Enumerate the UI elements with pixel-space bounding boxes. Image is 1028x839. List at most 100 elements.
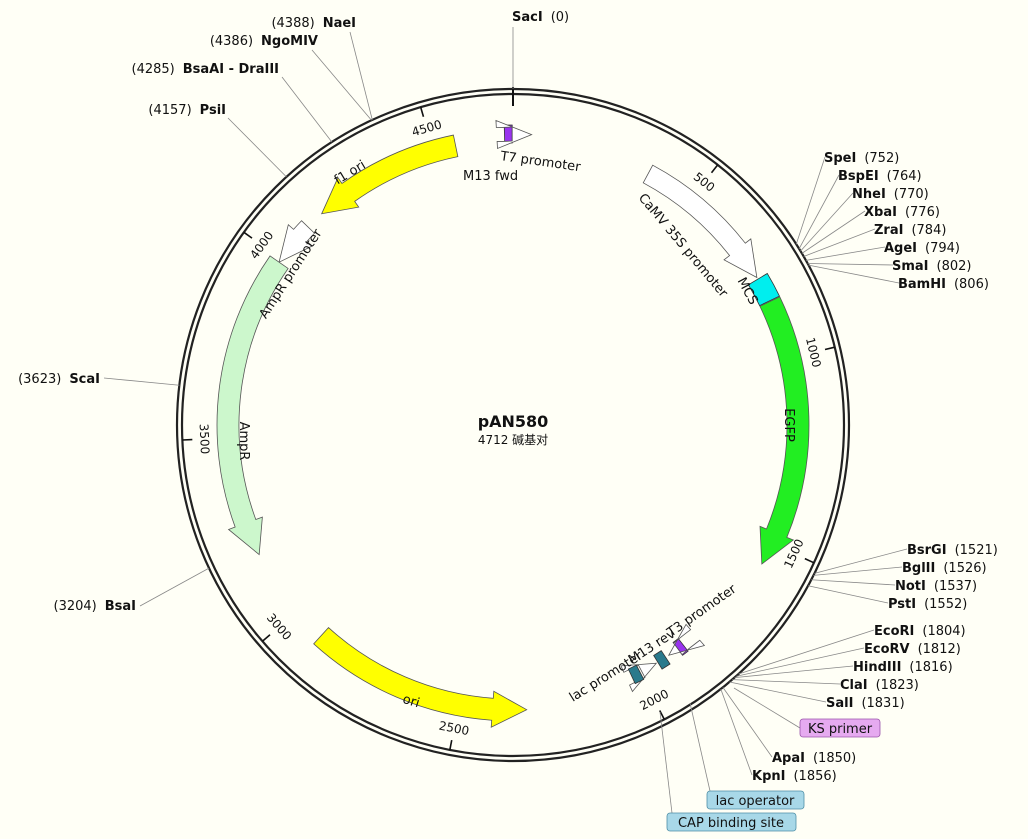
camv-35s-promoter-arrow (642, 164, 758, 279)
position-tick (659, 710, 666, 720)
site-leader-line (139, 567, 210, 607)
site-label-kpni: KpnI(1856) (752, 769, 837, 784)
site-leader-line (103, 377, 180, 386)
site-pos: (3204) (54, 599, 97, 614)
site-leader-line (729, 681, 827, 703)
cap-binding-site-box (666, 812, 797, 832)
site-leader-line (227, 117, 287, 178)
site-label-sali: SalI(1831) (826, 696, 905, 711)
site-leader-line (803, 228, 876, 257)
cap-binding-site-leader (659, 711, 673, 814)
ampr-promoter-arrow (278, 220, 316, 263)
site-leader-line (720, 688, 753, 776)
position-tick-label: 1000 (803, 336, 824, 369)
site-leader-line (811, 579, 896, 586)
site-leader-line (805, 246, 886, 261)
site-leader-line (734, 665, 854, 678)
site-label-psti: PstI(1552) (888, 597, 967, 612)
position-tick (243, 231, 253, 239)
position-tick (419, 106, 425, 117)
site-name: BsaAI - DraIII (183, 62, 279, 77)
site-top-name: SacI (512, 10, 543, 25)
site-label-clai: ClaI(1823) (840, 678, 919, 693)
position-tick (824, 346, 835, 351)
cap-binding-site-block (627, 664, 645, 685)
m13-fwd-block (503, 124, 513, 144)
site-label-xbai: XbaI(776) (864, 205, 940, 220)
site-leader-line (814, 548, 908, 574)
site-label-ngomiv: (4386) NgoMIV (210, 34, 318, 49)
site-label-noti: NotI(1537) (895, 579, 977, 594)
f1-ori-arrow (320, 134, 459, 215)
site-label-spei: SpeI(752) (824, 151, 899, 166)
cap-binding-site-label: CAP binding site (678, 816, 784, 831)
position-tick-label: 2000 (637, 687, 671, 713)
site-pos: (4386) (210, 34, 253, 49)
site-group-right-lower: EcoRI(1804) EcoRV(1812) HindIII(1816) Cl… (826, 624, 966, 711)
site-label-bamhi: BamHI(806) (898, 277, 989, 292)
position-tick-label: 500 (691, 170, 718, 195)
site-label-ecorv: EcoRV(1812) (864, 642, 961, 657)
site-label-bspei: BspEI(764) (838, 169, 922, 184)
site-leader-line (795, 156, 826, 245)
site-leader-line (735, 647, 865, 677)
site-pos: (4285) (132, 62, 175, 77)
site-label-apai: ApaI(1850) (772, 751, 856, 766)
site-label-nhei: NheI(770) (852, 187, 929, 202)
site-group-right-mid: BsrGI(1521) BglII(1526) NotI(1537) PstI(… (888, 543, 998, 612)
site-leader-line (801, 210, 866, 254)
feature-label-t3-promoter: T3 promoter (664, 581, 740, 641)
position-tick (449, 739, 453, 751)
site-label-bsaai-draiii: (4285) BsaAI - DraIII (132, 62, 279, 77)
position-tick (261, 634, 271, 642)
site-label-naei: (4388) NaeI (271, 16, 356, 31)
position-tick-label: 2500 (438, 719, 471, 739)
site-label-bglii: BglII(1526) (902, 561, 987, 576)
site-leaders (103, 27, 908, 814)
site-leader-line (798, 174, 840, 249)
site-name: PsiI (200, 103, 226, 118)
site-label-psii: (4157) PsiI (148, 103, 226, 118)
site-leader-line (807, 263, 894, 266)
lac-operator-box (706, 790, 805, 810)
feature-label-egfp: EGFP (781, 408, 796, 442)
site-name: BsaI (105, 599, 136, 614)
site-group-right-upper: SpeI(752) BspEI(764) NheI(770) XbaI(776)… (824, 151, 989, 292)
site-label-ecori: EcoRI(1804) (874, 624, 966, 639)
feature-arrows (216, 119, 810, 728)
ks-primer-box (799, 718, 881, 738)
plasmid-name: pAN580 (478, 412, 549, 431)
site-leader-line (807, 585, 889, 604)
t7-promoter-arrow (495, 119, 533, 150)
lac-operator-label: lac operator (716, 794, 795, 809)
site-leader-line (722, 687, 773, 758)
site-name: NaeI (323, 16, 356, 31)
site-leader-line (349, 31, 373, 120)
site-label-hindiii: HindIII(1816) (853, 660, 953, 675)
site-leader-line (281, 76, 333, 143)
ampr-arrow (216, 255, 289, 556)
site-label-bsai: (3204) BsaI (54, 599, 137, 614)
plasmid-length: 4712 碱基对 (478, 433, 548, 447)
site-label-agei: AgeI(794) (884, 241, 960, 256)
egfp-arrow (759, 296, 810, 565)
site-group-bottom: ApaI(1850) KpnI(1856) (752, 751, 856, 784)
site-leader-line (800, 192, 854, 252)
site-label-zrai: ZraI(784) (874, 223, 946, 238)
site-top-pos: (0) (551, 10, 569, 25)
site-pos: (4388) (271, 16, 314, 31)
ori-arrow (313, 627, 528, 728)
position-tick-label: 3000 (264, 611, 295, 643)
lac-operator-leader (689, 702, 711, 792)
site-leader-line (732, 679, 841, 685)
site-label-smai: SmaI(802) (892, 259, 972, 274)
site-label-bsrgi: BsrGI(1521) (907, 543, 998, 558)
position-tick-label: 4000 (247, 229, 276, 262)
site-pos: (4157) (148, 103, 191, 118)
site-name: NgoMIV (261, 34, 318, 49)
site-top-label: SacI (0) (512, 10, 569, 25)
site-leader-line (813, 566, 903, 576)
feature-label-ori: ori (401, 692, 422, 711)
position-tick (804, 557, 815, 564)
ks-primer-leader (733, 687, 801, 729)
